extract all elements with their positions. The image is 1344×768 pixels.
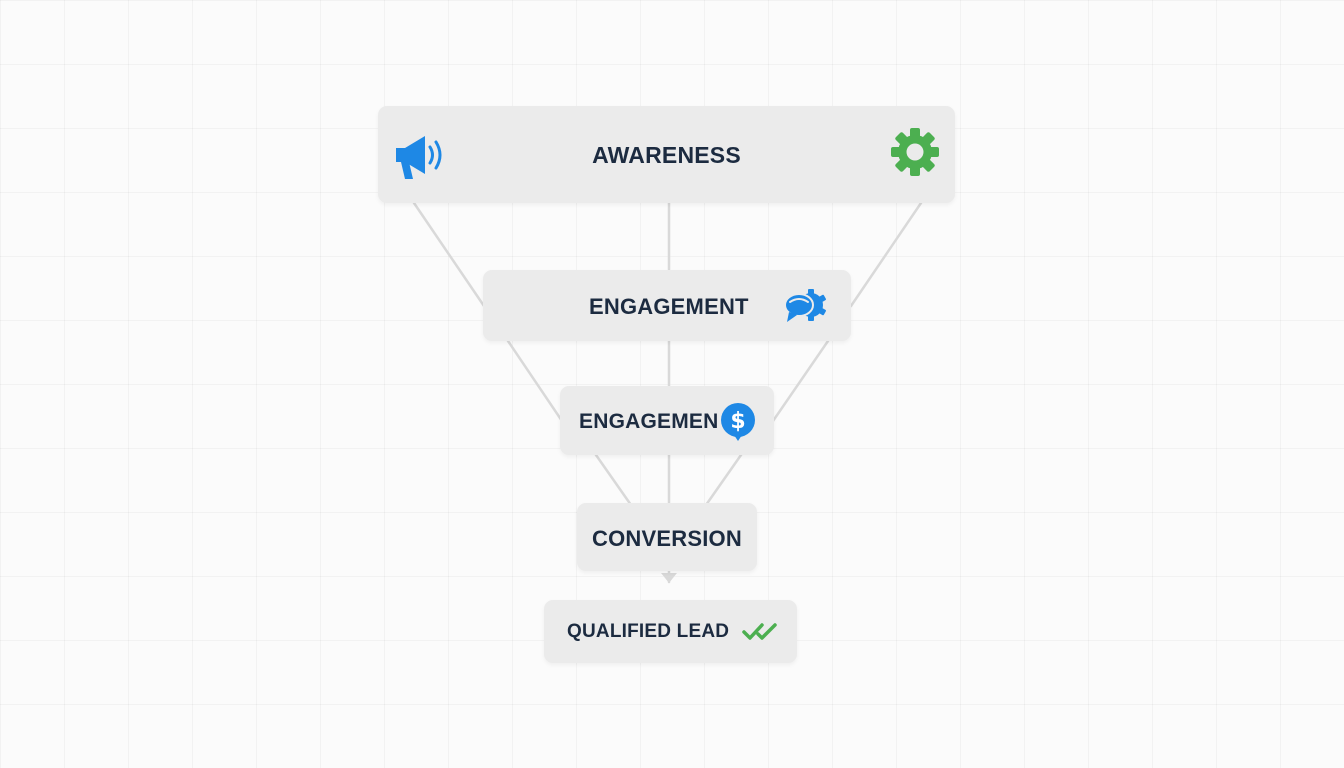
funnel-stage-engagement[interactable]: ENGAGEMENT xyxy=(483,270,851,341)
funnel-stage-qualified-lead[interactable]: QUALIFIED LEAD xyxy=(544,600,797,663)
svg-text:$: $ xyxy=(730,409,745,434)
connector-arrow-tip xyxy=(661,573,677,583)
chat-gear-icon xyxy=(784,286,828,328)
connector-left-3 xyxy=(594,453,633,507)
connector-left-1 xyxy=(412,201,486,308)
double-check-icon xyxy=(742,621,784,643)
funnel-stage-engagemen[interactable]: ENGAGEMEN $ xyxy=(560,386,774,455)
stage-label-conversion: CONVERSION xyxy=(592,526,742,551)
stage-label-qualified-lead: QUALIFIED LEAD xyxy=(567,621,730,642)
funnel-stage-conversion[interactable]: CONVERSION xyxy=(577,503,757,571)
funnel-stage-awareness[interactable]: AWARENESS xyxy=(378,106,955,203)
stage-label-engagement: ENGAGEMENT xyxy=(589,294,749,319)
stage-label-engagemen: ENGAGEMEN xyxy=(579,410,719,433)
stage-label-awareness: AWARENESS xyxy=(592,142,741,168)
connector-right-3 xyxy=(704,453,743,507)
gear-icon xyxy=(890,127,940,177)
dollar-coin-icon: $ xyxy=(720,402,756,442)
connector-right-2 xyxy=(771,339,830,423)
connector-left-2 xyxy=(506,339,564,423)
connector-right-1 xyxy=(849,201,923,308)
megaphone-icon xyxy=(392,133,448,183)
